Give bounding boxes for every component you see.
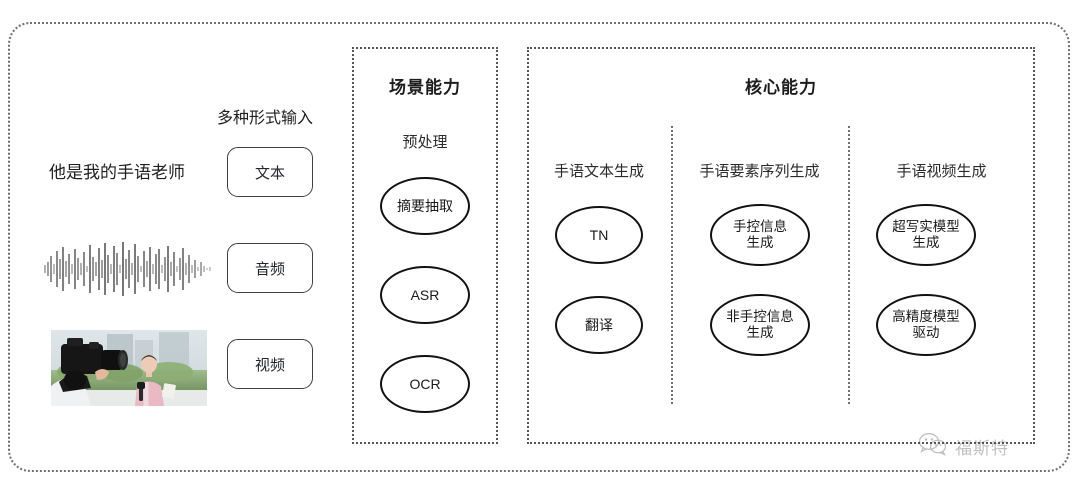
core-node-high-precision-model-driving-label: 高精度模型 驱动 [892, 309, 960, 340]
core-node-hyperrealistic-model-generation[interactable]: 超写实模型 生成 [876, 204, 976, 266]
scene-panel-title: 场景能力 [389, 78, 461, 97]
core-node-tn[interactable]: TN [555, 206, 643, 264]
core-node-hyperrealistic-model-generation-label: 超写实模型 生成 [892, 219, 960, 250]
watermark-text: 福斯特 [955, 439, 1009, 458]
input-modality-video[interactable]: 视频 [227, 339, 313, 389]
scene-node-asr-label: ASR [410, 286, 440, 303]
input-modality-text-label: 文本 [254, 164, 285, 182]
video-thumbnail-icon [51, 330, 207, 406]
input-sample-sentence: 他是我的手语老师 [49, 163, 185, 182]
watermark: 福斯特 [918, 432, 1009, 461]
input-modality-audio[interactable]: 音频 [227, 243, 313, 293]
core-column-label-sign-element-sequence-generation: 手语要素序列生成 [699, 163, 820, 180]
input-modality-text[interactable]: 文本 [227, 147, 313, 197]
core-node-high-precision-model-driving[interactable]: 高精度模型 驱动 [876, 294, 976, 356]
core-capability-panel: 核心能力 [527, 47, 1035, 444]
waveform-icon [40, 238, 216, 300]
input-modality-video-label: 视频 [254, 356, 285, 374]
core-node-non-manual-information-generation-label: 非手控信息 生成 [726, 309, 794, 340]
core-node-manual-information-generation-label: 手控信息 生成 [733, 219, 787, 250]
core-column-label-sign-text-generation: 手语文本生成 [553, 163, 644, 180]
core-column-divider-2 [848, 126, 850, 404]
scene-node-ocr-label: OCR [409, 375, 441, 392]
scene-node-summary-extraction[interactable]: 摘要抽取 [380, 177, 470, 235]
input-section-heading: 多种形式输入 [217, 110, 314, 127]
core-node-manual-information-generation[interactable]: 手控信息 生成 [710, 204, 810, 266]
scene-group-label-preprocess: 预处理 [402, 134, 448, 151]
wechat-icon [918, 432, 948, 461]
scene-node-ocr[interactable]: OCR [380, 355, 470, 413]
core-node-translation[interactable]: 翻译 [555, 296, 643, 354]
outer-frame [8, 22, 1070, 472]
scene-capability-panel: 场景能力 [352, 47, 498, 444]
core-node-non-manual-information-generation[interactable]: 非手控信息 生成 [710, 294, 810, 356]
core-node-tn-label: TN [589, 226, 609, 243]
input-modality-audio-label: 音频 [254, 260, 285, 278]
scene-node-summary-extraction-label: 摘要抽取 [397, 197, 453, 214]
core-column-label-sign-video-generation: 手语视频生成 [896, 163, 987, 180]
core-node-translation-label: 翻译 [585, 316, 613, 333]
scene-node-asr[interactable]: ASR [380, 266, 470, 324]
core-panel-title: 核心能力 [745, 78, 817, 97]
core-column-divider-1 [671, 126, 673, 404]
